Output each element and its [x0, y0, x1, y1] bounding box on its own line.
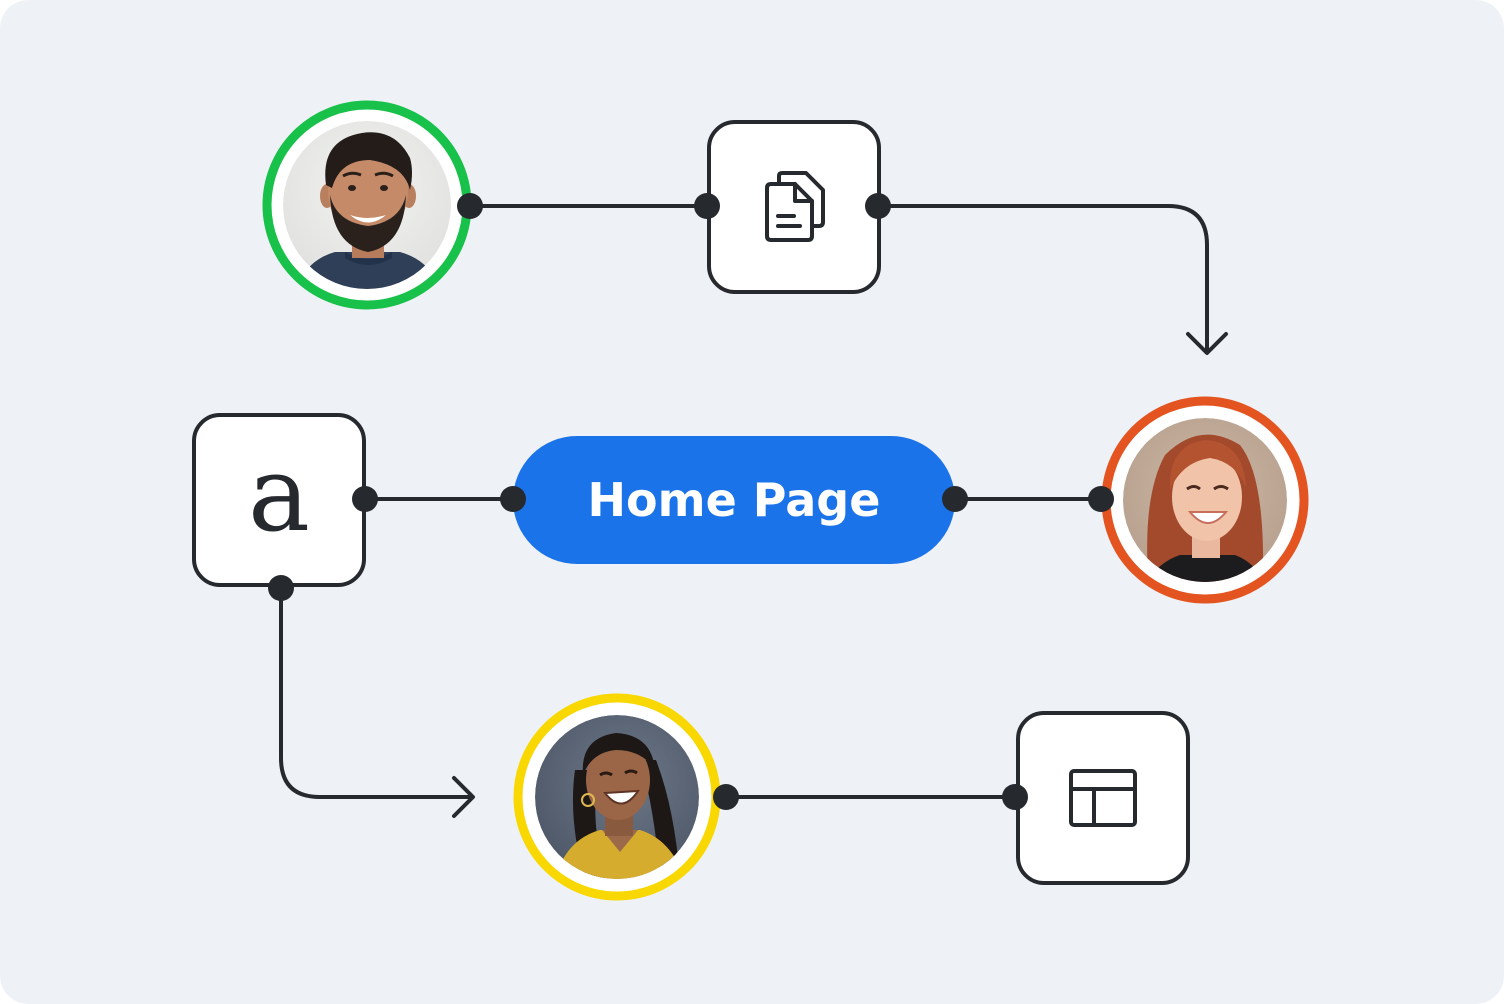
- connector-dot[interactable]: [268, 575, 294, 601]
- man-avatar-icon: [283, 121, 451, 289]
- arrowhead-down-icon: [1186, 332, 1228, 355]
- connectors: [279, 204, 1228, 818]
- copy-document-icon: [765, 171, 825, 242]
- font-node[interactable]: a: [192, 413, 366, 587]
- home-page-pill-shape: [513, 436, 955, 564]
- woman-avatar-icon: [535, 715, 699, 879]
- node-box: [1016, 711, 1190, 885]
- connector-dot[interactable]: [1002, 784, 1028, 810]
- person-node-top[interactable]: [262, 100, 472, 310]
- home-page-pill[interactable]: Home Page: [513, 436, 955, 564]
- connector-font-to-person-bottom: [279, 586, 474, 799]
- connector-dot[interactable]: [457, 193, 483, 219]
- connector-dot[interactable]: [694, 193, 720, 219]
- connector-dot[interactable]: [1088, 486, 1114, 512]
- woman-avatar-icon: [1123, 418, 1287, 582]
- font-letter-icon: a: [248, 433, 310, 555]
- connector-dot[interactable]: [352, 486, 378, 512]
- home-page-label: Home Page: [588, 473, 881, 527]
- node-box: [707, 120, 881, 294]
- document-node[interactable]: [707, 120, 881, 294]
- layout-node[interactable]: [1016, 711, 1190, 885]
- person-node-right[interactable]: [1101, 396, 1309, 604]
- connector-dot[interactable]: [942, 486, 968, 512]
- layout-template-icon: [1069, 769, 1137, 827]
- connector-dot[interactable]: [713, 784, 739, 810]
- person-node-bottom[interactable]: [513, 693, 721, 901]
- connector-document-to-person-right: [876, 204, 1209, 354]
- connector-dot[interactable]: [865, 193, 891, 219]
- arrowhead-right-icon: [452, 776, 475, 818]
- connector-dot[interactable]: [500, 486, 526, 512]
